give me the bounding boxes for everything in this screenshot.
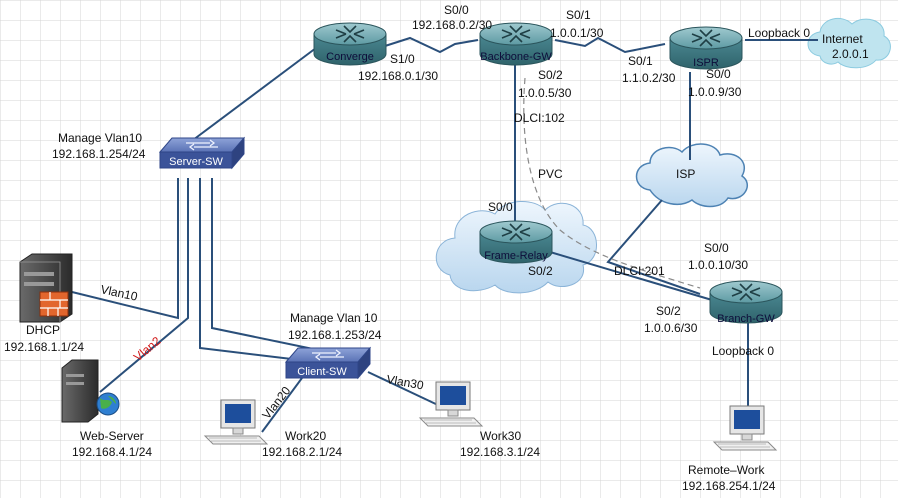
converge-label: Converge xyxy=(326,51,374,63)
ispr-s01-label: S0/1 xyxy=(628,54,653,68)
client-sw-switch[interactable]: Client-SW xyxy=(285,347,371,379)
internet-label: Internet xyxy=(822,32,863,46)
link-converge-backbone xyxy=(384,36,479,54)
br-loopback-label: Loopback 0 xyxy=(712,344,774,358)
link-serversw-clientsw-a xyxy=(199,178,301,361)
frame-relay-label: Frame-Relay xyxy=(484,250,548,262)
converge-router[interactable]: Converge xyxy=(313,22,387,66)
web-server-ip: 192.168.4.1/24 xyxy=(72,445,152,459)
branch-gw-label: Branch-GW xyxy=(717,313,775,325)
client-mgmt-ip: 192.168.1.253/24 xyxy=(288,328,382,342)
client-sw-label: Client-SW xyxy=(297,366,347,378)
remote-work-ip: 192.168.254.1/24 xyxy=(682,479,776,493)
internet-ip: 2.0.0.1 xyxy=(832,47,869,61)
br-s02-label: S0/2 xyxy=(656,304,681,318)
link-clientsw-work20 xyxy=(261,377,303,433)
link-vlan2-webserver xyxy=(99,178,189,393)
dhcp-ip: 192.168.1.1/24 xyxy=(4,340,84,354)
cv-s10-ip: 192.168.0.1/30 xyxy=(358,69,438,83)
branch-gw-router[interactable]: Branch-GW xyxy=(709,280,783,325)
ispr-s01-ip: 1.1.0.2/30 xyxy=(622,71,676,85)
client-mgmt-label: Manage Vlan 10 xyxy=(290,311,378,325)
vlan30-label: Vlan30 xyxy=(385,372,425,392)
work20-ip: 192.168.2.1/24 xyxy=(262,445,342,459)
link-clientsw-work30 xyxy=(367,371,441,407)
frame-relay-router[interactable]: Frame-Relay xyxy=(479,220,553,264)
ispr-s00-label: S0/0 xyxy=(706,67,731,81)
fr-s02-label: S0/2 xyxy=(528,264,553,278)
bb-s01-label: S0/1 xyxy=(566,8,591,22)
link-backbone-ispr xyxy=(554,36,666,54)
bb-s02-label: S0/2 xyxy=(538,68,563,82)
web-server[interactable] xyxy=(61,359,120,423)
backbone-gw-label: Backbone-GW xyxy=(480,51,552,63)
ispr-router[interactable]: ISPR xyxy=(669,26,743,70)
bb-s00-ip: 192.168.0.2/30 xyxy=(412,18,492,32)
server-mgmt-label: Manage Vlan10 xyxy=(58,131,142,145)
dlci201-label: DLCI:201 xyxy=(614,264,665,278)
server-mgmt-ip: 192.168.1.254/24 xyxy=(52,147,146,161)
ispr-loopback-label: Loopback 0 xyxy=(748,26,810,40)
ispr-label: ISPR xyxy=(693,57,719,69)
internet-cloud xyxy=(807,17,891,69)
server-sw-switch[interactable]: Server-SW xyxy=(159,137,245,169)
isp-cloud-label: ISP xyxy=(676,167,695,181)
link-framerelay-branch xyxy=(549,251,713,301)
link-vlan10-dhcp xyxy=(71,178,179,320)
bb-s00-label: S0/0 xyxy=(444,3,469,17)
backbone-gw-router[interactable]: Backbone-GW xyxy=(479,22,553,66)
br-s02-ip: 1.0.0.6/30 xyxy=(644,321,698,335)
server-sw-label: Server-SW xyxy=(169,156,223,168)
link-serversw-clientsw-b xyxy=(211,178,319,351)
dhcp-label: DHCP xyxy=(26,323,60,337)
work20-label: Work20 xyxy=(285,429,326,443)
web-server-label: Web-Server xyxy=(80,429,144,443)
br-s00-label: S0/0 xyxy=(704,241,729,255)
pvc-label: PVC xyxy=(538,167,563,181)
remote-work-label: Remote–Work xyxy=(688,463,765,477)
pvc-path xyxy=(523,77,701,289)
link-serversw-converge xyxy=(192,44,321,141)
links xyxy=(71,36,818,433)
isp-cloud xyxy=(635,143,748,208)
cv-s10-label: S1/0 xyxy=(390,52,415,66)
dhcp-server[interactable] xyxy=(19,253,73,323)
dlci102-label: DLCI:102 xyxy=(514,111,565,125)
link-ispcloud-branch xyxy=(606,199,701,295)
work30-label: Work30 xyxy=(480,429,521,443)
firewall-icon xyxy=(39,291,69,317)
br-s00-ip: 1.0.0.10/30 xyxy=(688,258,748,272)
bb-s02-ip: 1.0.0.5/30 xyxy=(518,86,572,100)
fr-s00-label: S0/0 xyxy=(488,200,513,214)
bb-s01-ip: 1.0.0.1/30 xyxy=(550,26,604,40)
work30-ip: 192.168.3.1/24 xyxy=(460,445,540,459)
ispr-s00-ip: 1.0.0.9/30 xyxy=(688,85,742,99)
